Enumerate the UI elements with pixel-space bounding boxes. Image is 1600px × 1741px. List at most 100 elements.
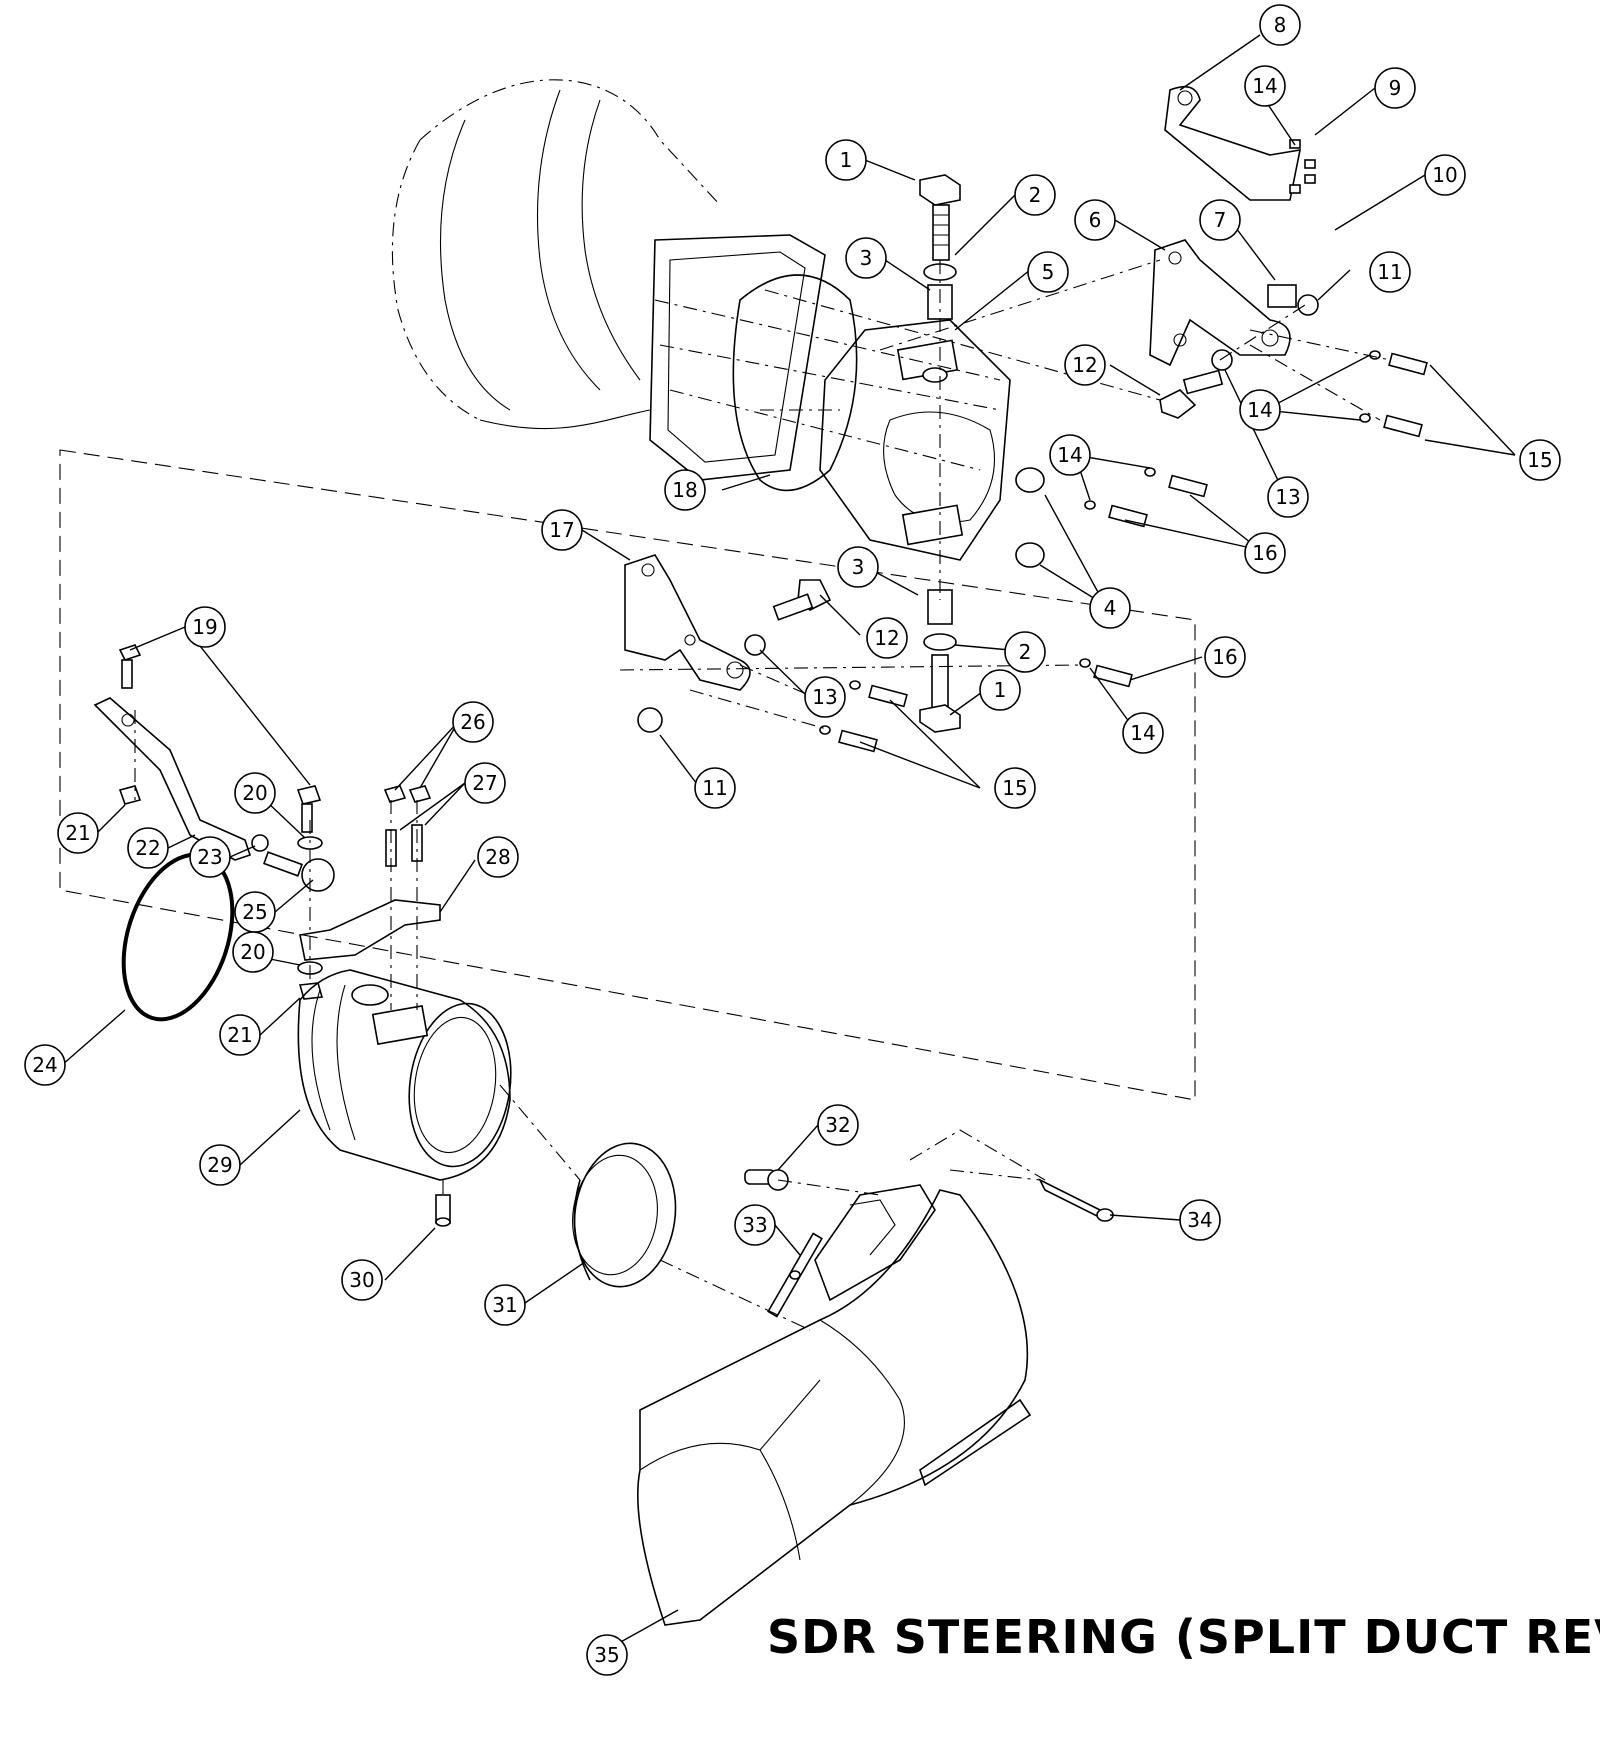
callout-11-bottom: 11 [694,767,736,809]
svg-text:8: 8 [1274,13,1287,37]
callout-23: 23 [189,836,231,878]
retaining-pin [767,1232,823,1318]
cotter-pin [1038,1178,1114,1222]
callout-21-top: 21 [57,812,99,854]
svg-text:15: 15 [1527,448,1552,472]
reverse-duct [636,1184,1032,1626]
callout-28: 28 [477,836,519,878]
svg-text:10: 10 [1432,163,1457,187]
svg-text:9: 9 [1389,76,1402,100]
svg-text:21: 21 [65,821,90,845]
o-ring [121,852,235,1022]
svg-text:27: 27 [472,771,497,795]
svg-text:11: 11 [702,776,727,800]
tie-rod-assembly [93,644,335,1000]
svg-text:14: 14 [1252,74,1277,98]
lock-washer-top [1211,349,1233,371]
studs-and-nuts [383,785,432,867]
callout-18: 18 [664,469,706,511]
svg-text:31: 31 [492,1293,517,1317]
callout-30: 30 [341,1259,383,1301]
svg-text:3: 3 [852,555,865,579]
svg-text:5: 5 [1042,260,1055,284]
callout-14-right: 14 [1239,389,1281,431]
callout-6: 6 [1074,199,1116,241]
ball-joint-bottom [637,707,663,733]
callout-7: 7 [1199,199,1241,241]
cap-screws-mid [1084,467,1208,528]
callout-16-bottom: 16 [1204,636,1246,678]
callout-27: 27 [464,762,506,804]
svg-text:11: 11 [1377,260,1402,284]
callout-24: 24 [24,1044,66,1086]
link-plate [299,899,441,961]
svg-text:14: 14 [1057,443,1082,467]
small-bolts [1289,139,1316,194]
callout-5: 5 [1027,251,1069,293]
jet-nozzle-housing [391,79,721,430]
callout-25: 25 [234,891,276,933]
arm-bolt [1159,369,1224,419]
svg-text:1: 1 [840,148,853,172]
svg-text:32: 32 [825,1113,850,1137]
arm-bolt-lower [772,579,832,621]
cap-screws-top [1359,350,1428,438]
svg-text:22: 22 [135,836,160,860]
grease-fittings [1015,467,1045,568]
callout-2-top: 2 [1014,174,1056,216]
svg-text:28: 28 [485,845,510,869]
callout-10: 10 [1424,154,1466,196]
callout-20-top: 20 [234,772,276,814]
callout-19: 19 [184,606,226,648]
callout-29: 29 [199,1144,241,1186]
bolt-bottom [919,654,961,733]
svg-text:35: 35 [594,1643,619,1667]
bolt-top [919,174,961,261]
svg-text:2: 2 [1029,183,1042,207]
svg-text:3: 3 [860,246,873,270]
svg-text:14: 14 [1247,398,1272,422]
arm-block [1267,284,1297,308]
svg-text:12: 12 [874,626,899,650]
callout-13-bottom: 13 [804,676,846,718]
callout-8: 8 [1259,4,1301,46]
callout-15-bottom: 15 [994,767,1036,809]
svg-text:34: 34 [1187,1208,1212,1232]
svg-text:18: 18 [672,478,697,502]
svg-text:12: 12 [1072,353,1097,377]
callout-26: 26 [452,701,494,743]
callout-14-mid: 14 [1049,434,1091,476]
svg-text:14: 14 [1130,721,1155,745]
duct-bushing [572,1142,677,1288]
svg-text:30: 30 [349,1268,374,1292]
svg-text:13: 13 [1275,485,1300,509]
svg-text:24: 24 [32,1053,57,1077]
callout-1-top: 1 [825,139,867,181]
svg-text:2: 2 [1019,640,1032,664]
callout-2-bottom: 2 [1004,631,1046,673]
callout-14-bracket: 14 [1244,65,1286,107]
callout-22: 22 [127,827,169,869]
svg-text:20: 20 [240,940,265,964]
bushing-bottom [927,589,953,625]
svg-text:19: 19 [192,615,217,639]
svg-text:20: 20 [242,781,267,805]
callout-11-top: 11 [1369,251,1411,293]
svg-text:26: 26 [460,710,485,734]
callout-20-bottom: 20 [232,931,274,973]
callout-3-top: 3 [845,237,887,279]
callout-13-right: 13 [1267,476,1309,518]
svg-text:17: 17 [549,518,574,542]
svg-text:6: 6 [1089,208,1102,232]
callout-1-bottom: 1 [979,669,1021,711]
svg-text:16: 16 [1252,541,1277,565]
callout-4: 4 [1089,587,1131,629]
washer-bottom [923,633,957,651]
svg-text:7: 7 [1214,208,1227,232]
svg-text:15: 15 [1002,776,1027,800]
callout-9: 9 [1374,67,1416,109]
leader-lines [61,34,1516,1649]
callout-12-top: 12 [1064,344,1106,386]
steering-ring [297,969,512,1181]
callout-34: 34 [1179,1199,1221,1241]
